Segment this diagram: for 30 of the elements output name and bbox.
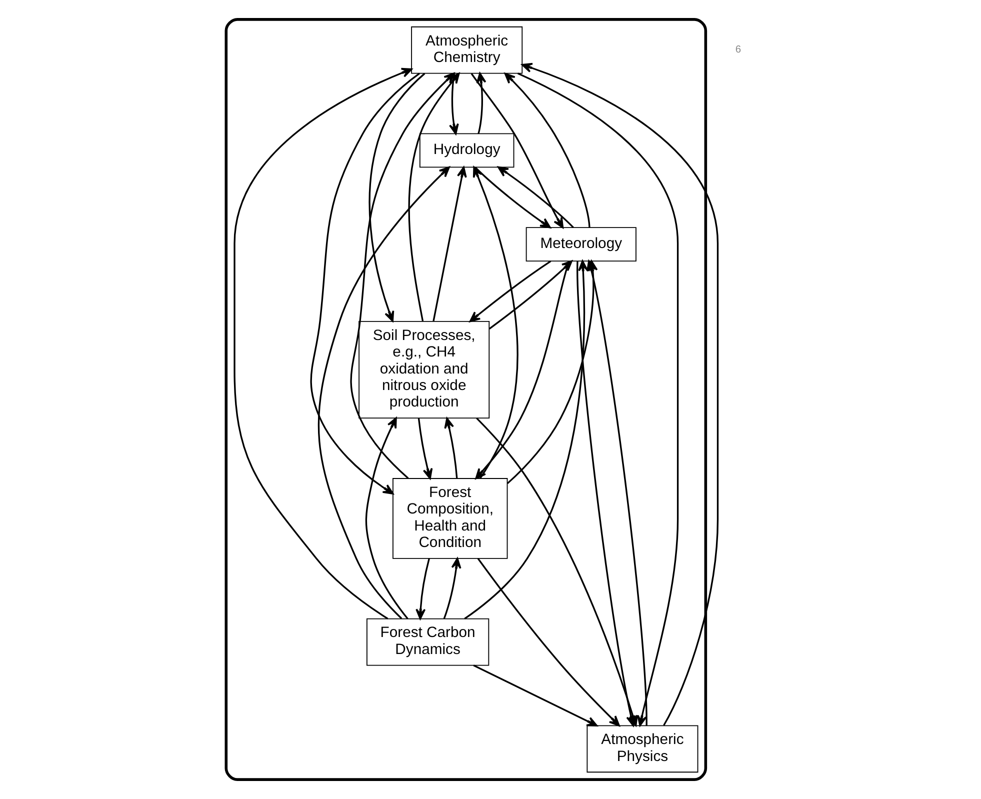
- arrow: [415, 558, 430, 620]
- arrow: [504, 72, 590, 228]
- arrow: [417, 418, 432, 480]
- arrow: [468, 260, 551, 322]
- arrow: [474, 166, 550, 228]
- arrow: [497, 166, 574, 228]
- node-box: Forest Carbon Dynamics: [366, 618, 489, 666]
- node-box: Meteorology: [525, 227, 636, 262]
- arrow: [444, 418, 458, 478]
- arrow: [432, 166, 466, 322]
- arrow: [470, 73, 564, 228]
- node-box: Soil Processes, e.g., CH4 oxidation and nitrous oxide production: [358, 320, 490, 419]
- arrow: [488, 260, 572, 330]
- arrow: [472, 664, 598, 726]
- node-box: Hydrology: [418, 133, 514, 168]
- node-box: Atmospheric Chemistry: [410, 26, 522, 74]
- node-box: Atmospheric Physics: [586, 725, 698, 773]
- arrow: [310, 72, 420, 494]
- arrow: [233, 68, 412, 620]
- label: 6: [734, 44, 741, 56]
- arrow: [464, 260, 588, 620]
- arrow: [476, 558, 620, 726]
- arrow: [448, 73, 458, 135]
- arrow: [368, 72, 425, 322]
- arrow: [317, 166, 450, 620]
- arrow: [442, 558, 461, 619]
- arrow: [364, 417, 408, 620]
- node-box: Forest Composition, Health and Condition: [392, 478, 508, 559]
- cluster: [224, 18, 707, 781]
- arrow: [476, 72, 486, 134]
